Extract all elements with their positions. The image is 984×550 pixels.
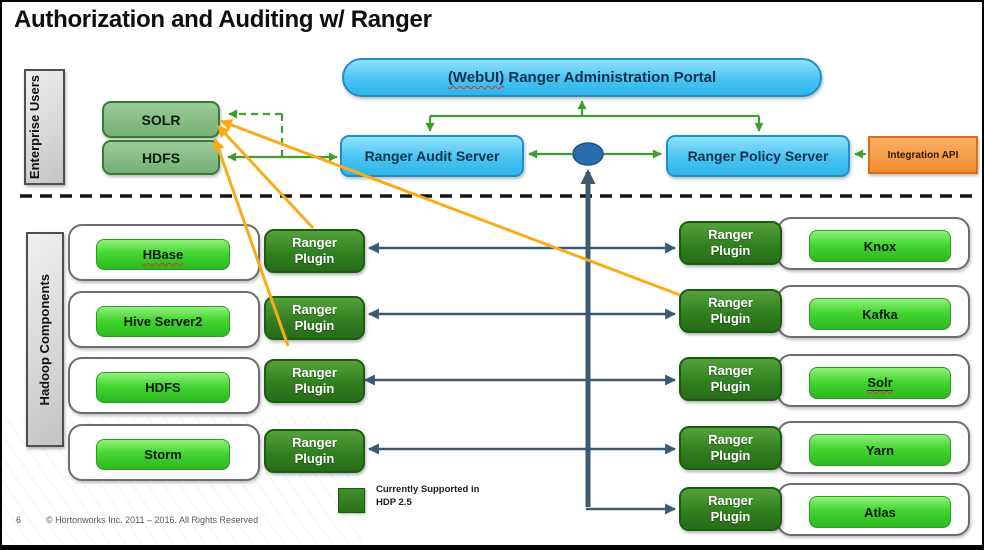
component-label-hive: Hive Server2	[123, 314, 203, 329]
policy-hub-ellipse	[572, 142, 604, 166]
ranger-plugin-hive: Ranger Plugin	[264, 296, 365, 340]
ranger-plugin-solr: Ranger Plugin	[679, 357, 782, 401]
component-chip-solr: Solr	[809, 367, 951, 399]
component-label-storm: Storm	[144, 447, 182, 462]
integration-api-box: Integration API	[868, 136, 978, 174]
plugin-line1: Ranger	[708, 294, 753, 310]
component-row-solr: Solr	[777, 354, 970, 407]
component-row-hbase: HBase	[68, 224, 260, 281]
ranger-admin-portal-box: (WebUI) Ranger Administration Portal	[342, 58, 822, 97]
component-label-kafka: Kafka	[862, 306, 898, 322]
portal-label-webui: (WebUI)	[447, 69, 505, 86]
enterprise-users-label: Enterprise Users	[26, 74, 42, 180]
legend-swatch	[338, 488, 365, 513]
plugin-line2: Plugin	[294, 251, 335, 266]
ranger-plugin-knox: Ranger Plugin	[679, 221, 782, 265]
legend-line2: HDP 2.5	[376, 496, 412, 508]
component-label-knox: Knox	[863, 238, 897, 254]
plugin-line2: Plugin	[710, 243, 751, 258]
ranger-plugin-hdfs: Ranger Plugin	[264, 359, 365, 403]
hadoop-components-label-box: Hadoop Components	[26, 232, 64, 447]
solr-audit-store-label: SOLR	[141, 111, 181, 128]
hdfs-audit-store-box: HDFS	[102, 140, 220, 175]
portal-label-rest: Ranger Administration Portal	[504, 69, 717, 86]
component-label-atlas: Atlas	[864, 504, 896, 520]
component-row-storm: Storm	[68, 424, 260, 481]
plugin-line1: Ranger	[708, 362, 753, 378]
legend-text: Currently Supported in HDP 2.5	[376, 484, 479, 510]
component-chip-yarn: Yarn	[809, 434, 951, 466]
plugin-line2: Plugin	[294, 318, 335, 333]
component-label-hbase: HBase	[142, 247, 184, 262]
footer-copyright: © Hortonworks Inc. 2011 – 2016. All Righ…	[46, 515, 259, 525]
ranger-plugin-atlas: Ranger Plugin	[679, 487, 782, 531]
ranger-plugin-kafka: Ranger Plugin	[679, 289, 782, 333]
component-chip-knox: Knox	[809, 230, 951, 262]
slide-title-text: Authorization and Auditing w/ Ranger	[14, 6, 432, 33]
plugin-line1: Ranger	[708, 431, 753, 447]
legend-line1: Currently Supported in	[376, 484, 480, 495]
plugin-line2: Plugin	[710, 509, 751, 524]
ranger-plugin-storm: Ranger Plugin	[264, 429, 365, 473]
component-row-knox: Knox	[777, 217, 970, 270]
ranger-audit-server-box: Ranger Audit Server	[340, 135, 524, 177]
ranger-plugin-hbase: Ranger Plugin	[264, 229, 365, 273]
plugin-line1: Ranger	[292, 364, 337, 380]
component-chip-atlas: Atlas	[809, 496, 951, 528]
component-label-yarn: Yarn	[865, 442, 895, 458]
hdfs-audit-store-label: HDFS	[141, 149, 181, 166]
component-label-solr: Solr	[867, 375, 893, 390]
component-chip-hbase: HBase	[96, 239, 230, 270]
component-chip-hdfs: HDFS	[96, 372, 230, 403]
plugin-line1: Ranger	[292, 434, 337, 450]
ranger-audit-server-label: Ranger Audit Server	[364, 148, 500, 164]
plugin-line1: Ranger	[708, 226, 753, 242]
footer-page-number: 6	[16, 515, 22, 525]
plugin-line2: Plugin	[710, 311, 751, 326]
solr-audit-store-box: SOLR	[102, 101, 220, 138]
slide-title: Authorization and Auditing w/ Ranger	[14, 6, 432, 34]
ranger-policy-server-box: Ranger Policy Server	[666, 135, 850, 177]
ranger-plugin-yarn: Ranger Plugin	[679, 426, 782, 470]
plugin-line1: Ranger	[292, 234, 337, 250]
component-row-atlas: Atlas	[777, 483, 970, 536]
component-row-yarn: Yarn	[777, 421, 970, 474]
plugin-line2: Plugin	[710, 448, 751, 463]
component-row-hive: Hive Server2	[68, 291, 260, 348]
integration-api-label: Integration API	[887, 149, 959, 161]
plugin-line2: Plugin	[294, 381, 335, 396]
enterprise-users-label-box: Enterprise Users	[24, 69, 65, 185]
component-row-kafka: Kafka	[777, 285, 970, 338]
component-chip-hive: Hive Server2	[96, 306, 230, 337]
hadoop-components-label: Hadoop Components	[37, 273, 53, 406]
plugin-line2: Plugin	[710, 379, 751, 394]
component-label-hdfs: HDFS	[145, 380, 181, 395]
plugin-line1: Ranger	[292, 301, 337, 317]
component-chip-kafka: Kafka	[809, 298, 951, 330]
plugin-line2: Plugin	[294, 451, 335, 466]
slate-connectors	[363, 169, 677, 515]
component-chip-storm: Storm	[96, 439, 230, 470]
plugin-line1: Ranger	[708, 492, 753, 508]
ranger-policy-server-label: Ranger Policy Server	[687, 148, 829, 164]
component-row-hdfs: HDFS	[68, 357, 260, 414]
